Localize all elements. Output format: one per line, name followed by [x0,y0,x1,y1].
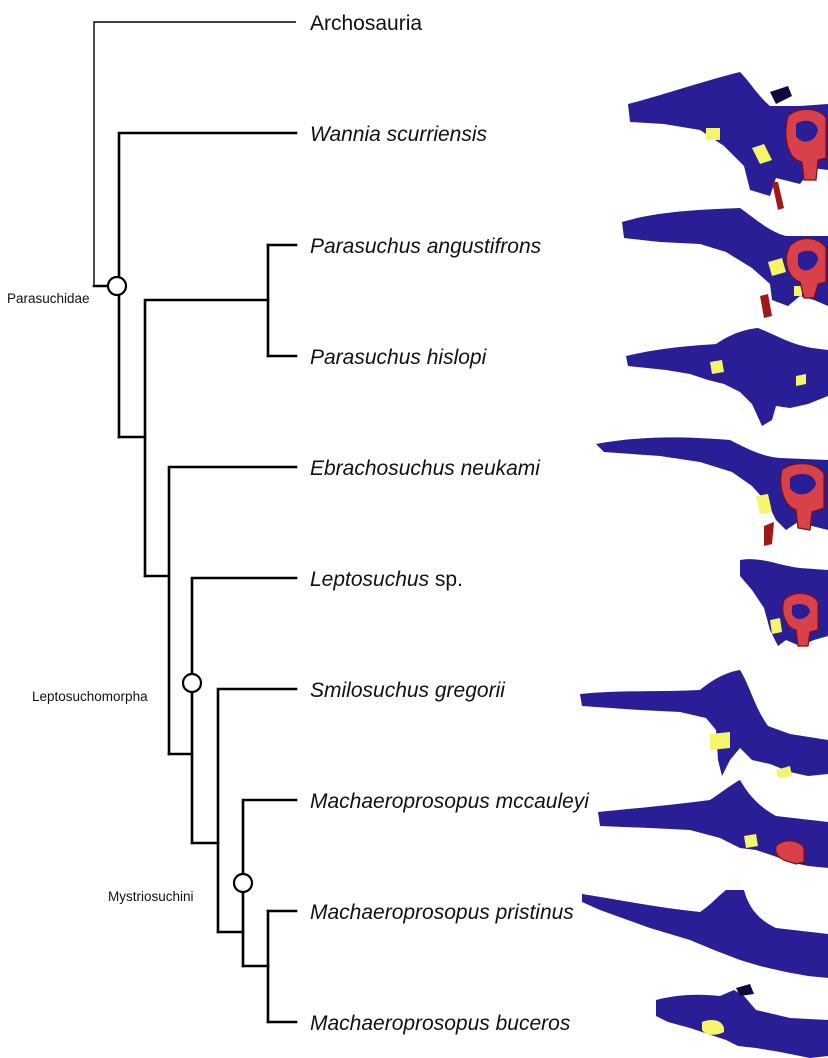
node-marker-leptosuchomorpha [183,674,201,692]
specimen-illustration-machaeroprosopus-buceros [656,984,828,1058]
taxon-label-parasuchus-hislopi: Parasuchus hislopi [310,346,488,369]
clade-label-leptosuchomorpha: Leptosuchomorpha [32,689,148,704]
specimen-illustration-parasuchus-hislopi [626,328,828,426]
specimen-illustration-leptosuchus [740,559,828,646]
node-marker-mystriosuchini [234,874,252,892]
clade-label-mystriosuchini: Mystriosuchini [108,889,194,904]
specimen-illustration-parasuchus-angustifrons [622,208,828,318]
taxon-label-wannia-scurriensis: Wannia scurriensis [310,123,488,146]
specimen-illustration-machaeroprosopus-pristinus [582,890,828,978]
taxon-label-ebrachosuchus-neukami: Ebrachosuchus neukami [310,457,541,480]
outgroup-branches [94,22,296,286]
taxon-label-machaeroprosopus-pristinus: Machaeroprosopus pristinus [310,901,574,924]
taxon-label-machaeroprosopus-mccauleyi: Machaeroprosopus mccauleyi [310,790,590,813]
taxon-label-smilosuchus-gregorii: Smilosuchus gregorii [310,679,506,702]
specimen-illustration-smilosuchus [580,670,828,778]
specimen-illustration-machaeroprosopus-mccauleyi [598,780,828,868]
specimen-illustration-ebrachosuchus [596,437,828,546]
taxon-label-machaeroprosopus-buceros: Machaeroprosopus buceros [310,1012,571,1035]
specimen-illustration-wannia [628,72,828,210]
taxon-label-archosauria: Archosauria [310,12,422,35]
node-marker-parasuchidae [108,277,126,295]
taxon-label-leptosuchus-sp: Leptosuchus sp. [310,568,463,591]
taxon-label-parasuchus-angustifrons: Parasuchus angustifrons [310,235,542,258]
clade-label-parasuchidae: Parasuchidae [7,291,90,306]
